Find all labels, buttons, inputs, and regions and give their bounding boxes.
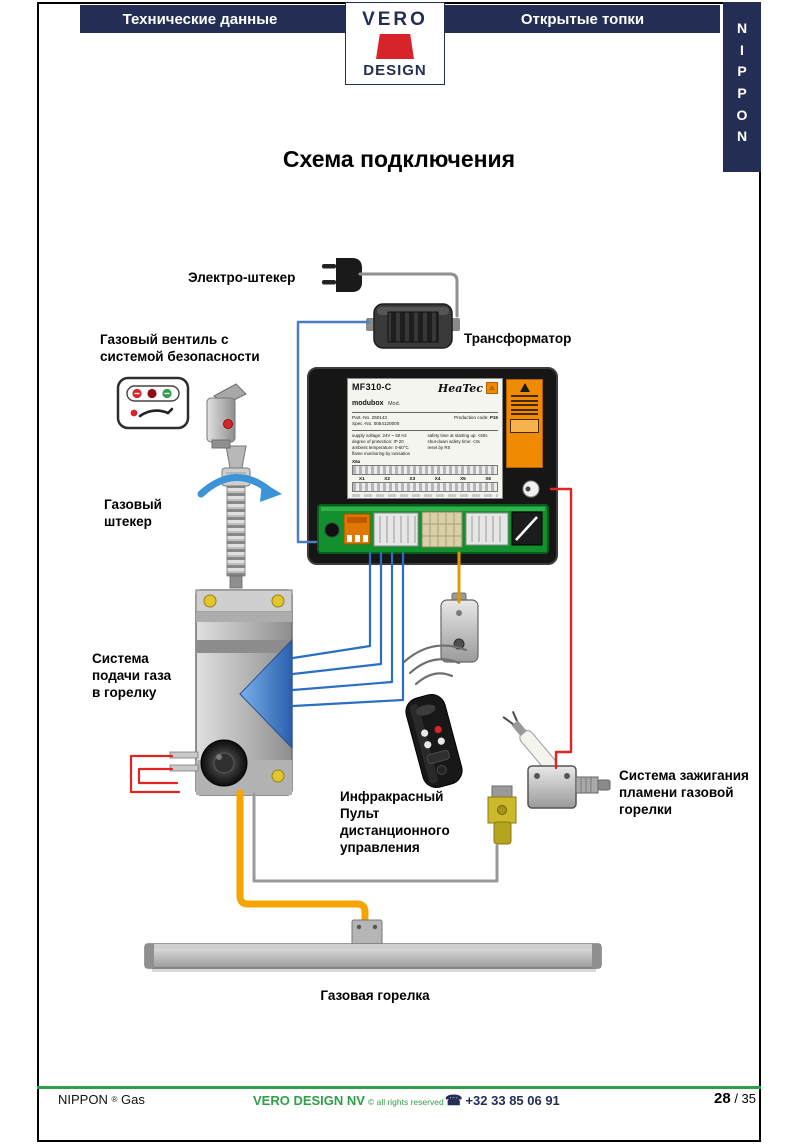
wire-blue-4 [291, 551, 405, 708]
footer-rights: © all rights reserved [367, 1097, 444, 1107]
wire-blue-3 [291, 551, 394, 692]
part-no: Part.-No. 250143 [352, 415, 387, 420]
mod-text: Mod. [387, 401, 401, 407]
footer-company: VERO DESIGN NV© all rights reserved [253, 1093, 444, 1108]
nippon-letter: I [740, 41, 744, 58]
heatec-logo: HeaTec [437, 382, 483, 395]
label-gas-valve: Газовый вентиль с системой безопасности [100, 332, 260, 364]
part-numbers: Part.-No. 250143 Spec.-No. 0054120000 [352, 415, 399, 428]
nippon-letter: P [737, 85, 747, 102]
vero-design-logo: VERO DESIGN [345, 2, 445, 85]
series-name: modubox [352, 400, 384, 407]
part-spec-row: Part.-No. 250143 Spec.-No. 0054120000 Pr… [352, 415, 498, 428]
phone-icon: ☎ [445, 1092, 463, 1108]
footer-brand: NIPPON ® Gas [58, 1092, 145, 1107]
ignition-unit-icon [487, 710, 611, 845]
header-left-title: Технические данные [122, 10, 278, 28]
safety-panel-icon [116, 376, 190, 430]
registered-icon: ® [111, 1095, 118, 1104]
series-line: modubox Mod. [352, 392, 400, 410]
warning-sticker [506, 379, 543, 468]
wire-blue-2 [291, 551, 383, 676]
terminal-strip [317, 504, 549, 554]
model-block: MF310-C modubox Mod. [352, 382, 400, 410]
footer-phone: ☎+32 33 85 06 91 [445, 1092, 560, 1108]
wire-red-right [549, 487, 573, 770]
connector-drawing [352, 465, 498, 476]
label-gas-supply: Система подачи газа в горелку [92, 651, 172, 700]
reset-button [522, 480, 540, 498]
gas-plug-icon [221, 445, 251, 589]
wires [129, 272, 573, 928]
production-code: Production code: P15 [454, 415, 498, 420]
remote-control-icon [405, 694, 463, 788]
terminal-labels: X1 X2 X3 X4 X5 X6 [359, 476, 491, 482]
specs-right: safety time at starting up: <60s shut-do… [427, 432, 488, 451]
logo-design-text: DESIGN [363, 62, 427, 79]
wire-transformer-to-box [296, 320, 370, 544]
footer-divider [37, 1086, 761, 1089]
gas-hose-orange [236, 789, 369, 928]
burner-icon [144, 919, 602, 972]
specs-left: supply voltage: 24V ~ 50 Hz degree of pr… [352, 432, 411, 457]
gas-supply-unit-icon [169, 589, 293, 796]
label-ignition: Система зажигания пламени газовой горелк… [619, 768, 749, 817]
wire-red-loop-2 [137, 767, 179, 785]
label-transformer: Трансформатор [464, 331, 572, 346]
nippon-letter: P [737, 63, 747, 80]
wire-blue-1 [291, 551, 372, 660]
electric-plug-icon [322, 258, 362, 292]
warning-icon [519, 383, 530, 392]
logo-vero-text: VERO [362, 9, 428, 30]
label-gas-plug: Газовый штекер [104, 497, 162, 529]
wire-red-loop-1 [129, 754, 181, 794]
page-number: 28 / 35 [714, 1090, 756, 1107]
nippon-letter: N [736, 128, 748, 145]
nippon-letter: O [736, 106, 748, 123]
gas-valve-icon [206, 383, 247, 449]
fine-print-line [352, 494, 498, 498]
ir-waves-icon [402, 644, 468, 686]
wire-ignition-gray [252, 792, 499, 883]
label-burner: Газовая горелка [320, 988, 430, 1003]
x6a-label: X6a [352, 459, 361, 465]
modubox-label-header: MF310-C modubox Mod. HeaTec ⚠ [352, 382, 498, 410]
nippon-sidebar: N I P P O N [723, 2, 761, 172]
spec-columns: supply voltage: 24V ~ 50 Hz degree of pr… [352, 433, 498, 458]
spec-no: Spec.-No. 0054120000 [352, 421, 400, 427]
logo-red-mark-icon [376, 34, 414, 59]
rotate-arrow-icon [197, 474, 282, 502]
label-warning-icon: ⚠ [486, 382, 498, 394]
page-title: Схема подключения [282, 146, 516, 172]
model-number: MF310-C [352, 382, 392, 392]
brand-block: HeaTec ⚠ [438, 382, 498, 395]
wire-plug-cord [358, 272, 459, 318]
label-remote: Инфракрасный Пульт дистанционного управл… [340, 789, 450, 855]
header-right-title: Открытые топки [520, 10, 645, 28]
nippon-letter: N [736, 20, 748, 36]
label-divider [352, 429, 498, 431]
label-electric-plug: Электро-штекер [188, 270, 296, 285]
connector-drawing [352, 482, 498, 493]
transformer-icon [366, 303, 460, 349]
modubox-label: MF310-C modubox Mod. HeaTec ⚠ Part.-No. … [347, 378, 503, 499]
label-divider [352, 412, 498, 413]
